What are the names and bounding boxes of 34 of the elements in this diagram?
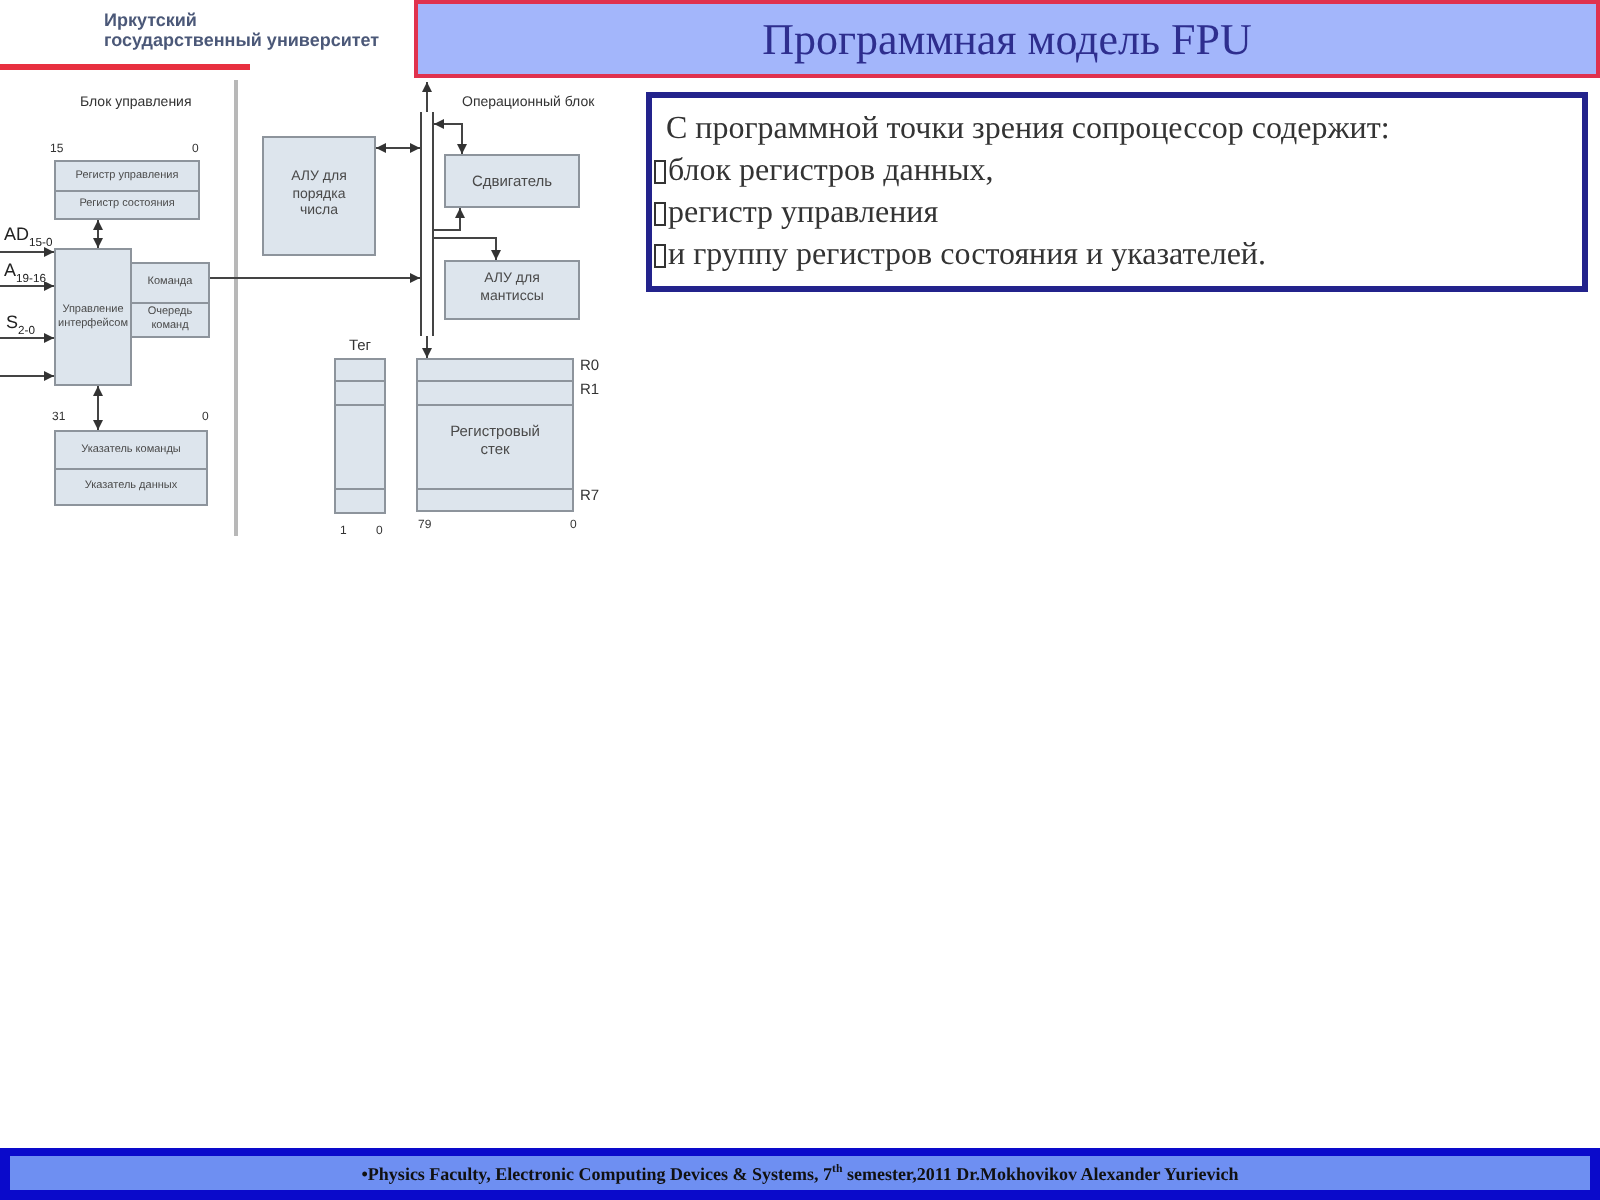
arrow	[433, 207, 465, 231]
arrow	[93, 219, 103, 249]
arrow	[375, 143, 421, 153]
footer-caption: •Physics Faculty, Electronic Computing Devices & Systems, 7$^{th}$ semester,2011 Dr.Mokhovikov Alexander Yurievich	[361, 1163, 1239, 1183]
list-item-text: и группу регистров состояния и указателей.	[668, 237, 1266, 273]
arrow	[433, 119, 467, 155]
queue-row	[132, 302, 208, 336]
interface-block	[54, 248, 132, 386]
queue-group	[130, 262, 210, 338]
register-group	[54, 160, 200, 220]
arrow	[422, 335, 432, 359]
pointer-group	[54, 430, 208, 506]
arrow	[0, 371, 55, 381]
list-item-text: регистр управления	[668, 195, 939, 231]
arrow	[207, 273, 421, 283]
edge-label: S$_{2-0}$	[6, 314, 35, 334]
bus-lines	[420, 112, 434, 336]
university-name: Иркутский государственный университет	[104, 12, 380, 52]
arrow	[433, 237, 501, 261]
text-panel	[646, 92, 1588, 292]
shifter-block	[444, 154, 580, 208]
alu-block	[444, 260, 580, 320]
register-stack	[416, 358, 574, 512]
intro-text: С программной точки зрения сопроцессор содержит:	[666, 111, 1390, 147]
list-item-text: блок регистров данных,	[668, 153, 994, 189]
edge-label: A$_{19-16}$	[4, 262, 46, 282]
slide-title: Программная модель FPU	[762, 13, 1252, 65]
arrow	[0, 333, 55, 343]
edge-label: AD$_{15-0}$	[4, 226, 53, 246]
arrow	[93, 385, 103, 431]
arrow	[422, 81, 432, 113]
arrow	[0, 247, 55, 257]
alu-block	[262, 136, 376, 256]
arrow	[0, 281, 55, 291]
